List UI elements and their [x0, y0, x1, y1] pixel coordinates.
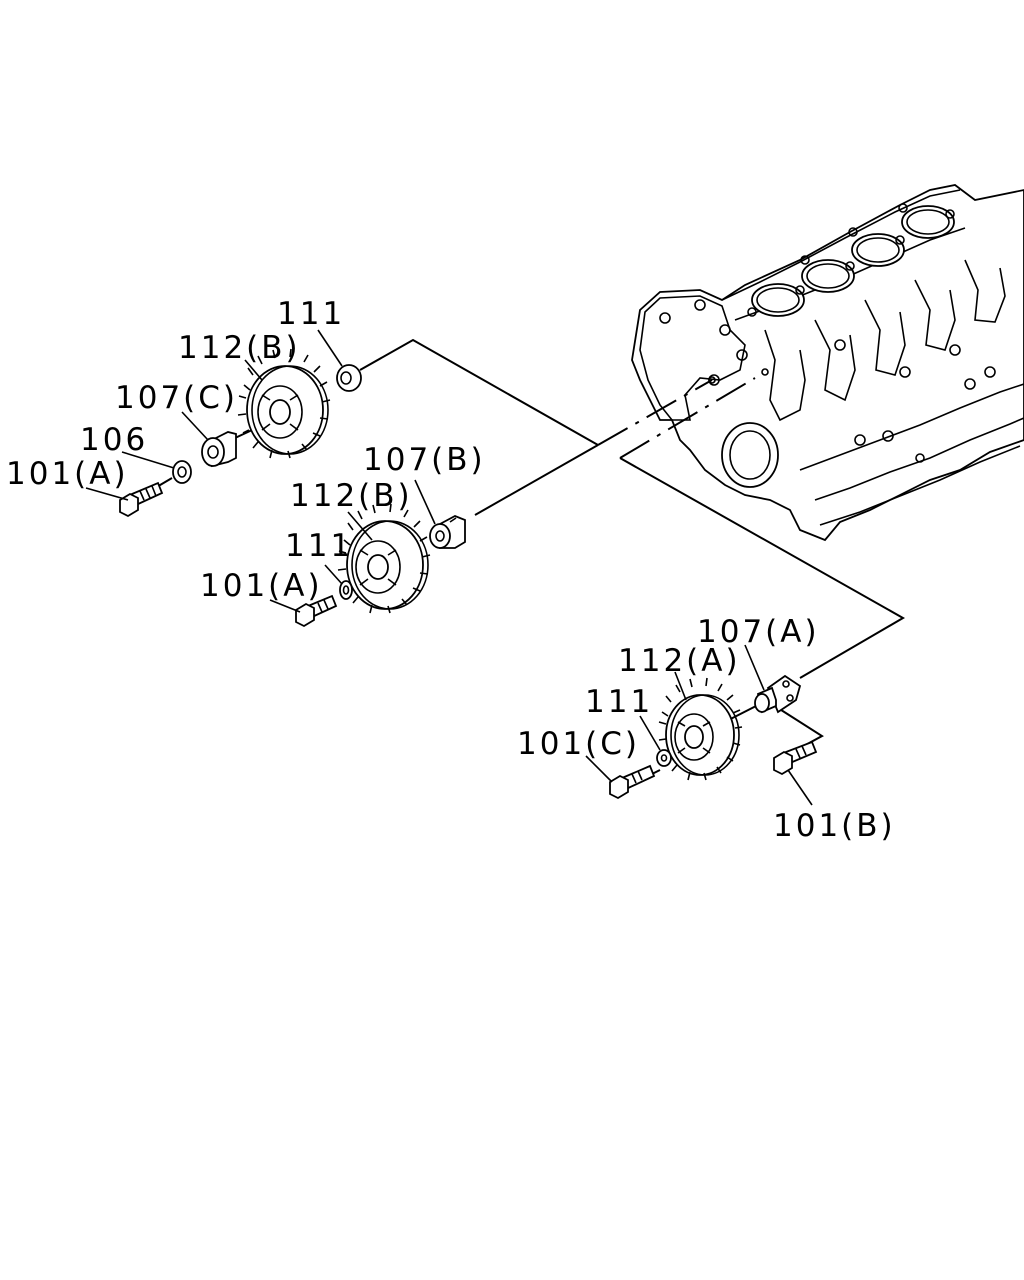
callout-111-middle: 111	[285, 528, 353, 564]
callout-101c: 101(C)	[517, 726, 640, 762]
thrust-washer-111-upper	[336, 364, 362, 392]
engine-block	[631, 184, 1024, 542]
callout-leaders	[85, 329, 813, 806]
callout-107a: 107(A)	[697, 614, 820, 650]
idler-shaft-107a	[754, 674, 802, 714]
bolt-101b	[773, 740, 818, 776]
idler-shaft-107c	[201, 431, 237, 468]
idler-gear-112b-middle	[337, 503, 431, 614]
callout-112b-upper: 112(B)	[178, 330, 301, 366]
idler-gear-112b-upper	[237, 348, 331, 459]
callout-107b: 107(B)	[363, 442, 486, 478]
upper-idler-gear-group	[119, 348, 362, 518]
idler-shaft-107b	[429, 515, 466, 549]
bolt-101c	[609, 764, 656, 800]
callout-107c: 107(C)	[115, 380, 238, 416]
thrust-washer-111-middle	[339, 580, 353, 600]
callout-111-lower: 111	[585, 684, 653, 720]
washer-106	[172, 460, 192, 484]
callout-labels: 111 112(B) 107(C) 106 101(A) 107(B) 112(…	[6, 296, 896, 844]
idler-gear-112a	[658, 677, 743, 781]
callout-111-upper: 111	[277, 296, 345, 332]
callout-101a-upper: 101(A)	[6, 456, 129, 492]
callout-112a: 112(A)	[618, 643, 741, 679]
callout-106: 106	[80, 422, 148, 458]
thrust-washer-111-lower	[656, 749, 672, 767]
callout-101b: 101(B)	[773, 808, 896, 844]
lower-idler-gear-group	[609, 674, 818, 800]
callout-101a-middle: 101(A)	[200, 568, 323, 604]
middle-idler-gear-group	[295, 503, 466, 628]
bolt-101a-middle	[295, 594, 338, 628]
bolt-101a-upper	[119, 481, 164, 518]
callout-112b-middle: 112(B)	[290, 478, 413, 514]
